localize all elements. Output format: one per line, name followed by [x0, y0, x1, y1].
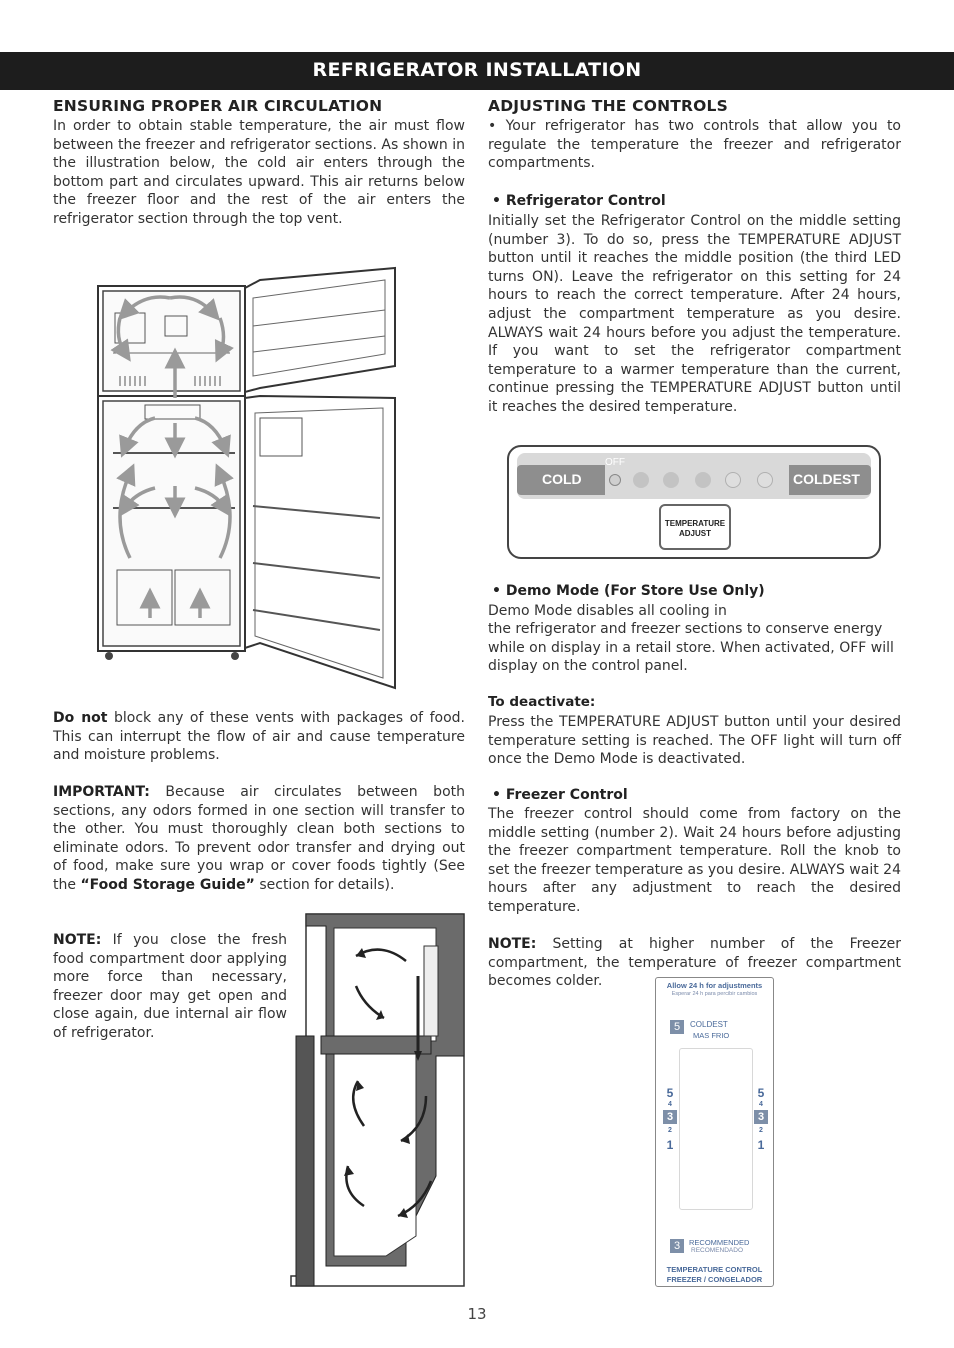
food-storage-guide-reference: “Food Storage Guide”: [80, 876, 255, 893]
freezer-control-title: • Freezer Control: [492, 787, 628, 803]
temperature-control-footer: TEMPERATURE CONTROL: [666, 1265, 763, 1274]
left-scale-2: 2: [668, 1127, 672, 1134]
freezer-congelador-footer: FREEZER / CONGELADOR: [666, 1275, 763, 1284]
controls-intro: • Your refrigerator has two controls tha…: [488, 118, 901, 172]
do-not-text: block any of these vents with packages o…: [53, 710, 466, 764]
right-note-label: NOTE:: [488, 936, 537, 952]
right-scale-5: 5: [757, 1086, 765, 1100]
demo-mode-text: the refrigerator and freezer sections to…: [488, 621, 894, 675]
cross-section-airflow-illustration: [290, 913, 465, 1287]
demo-mode-title: • Demo Mode (For Store Use Only): [492, 583, 765, 599]
air-circulation-intro: In order to obtain stable temperature, t…: [53, 118, 465, 227]
coldest-en: COLDEST: [690, 1020, 728, 1029]
temperature-control-panel: COLD COLDEST OFF TEMPERATURE ADJUST: [507, 445, 881, 559]
coldest-label: COLDEST: [793, 471, 860, 487]
section-header-bar: REFRIGERATOR INSTALLATION: [0, 52, 954, 90]
right-note-paragraph: NOTE: Setting at higher number of the Fr…: [488, 935, 901, 991]
temperature-adjust-button[interactable]: TEMPERATURE ADJUST: [659, 504, 731, 550]
button-label-line2: ADJUST: [678, 529, 711, 538]
section-title: REFRIGERATOR INSTALLATION: [312, 59, 642, 81]
led-4: [725, 472, 741, 488]
important-label: IMPORTANT:: [53, 784, 150, 800]
refrigerator-airflow-illustration: [97, 266, 396, 690]
left-scale-1: 1: [666, 1138, 674, 1152]
refrigerator-control-title: • Refrigerator Control: [492, 193, 666, 209]
important-text: Because air circulates between both sect…: [53, 784, 465, 893]
deactivate-text: Press the TEMPERATURE ADJUST button unti…: [488, 714, 901, 768]
left-scale-4: 4: [668, 1101, 672, 1108]
off-indicator-label: OFF: [605, 457, 625, 468]
left-note-paragraph: NOTE: If you close the fresh food compar…: [53, 931, 287, 1043]
right-scale-4: 4: [759, 1101, 763, 1108]
page-number: 13: [467, 1305, 487, 1323]
air-circulation-heading: ENSURING PROPER AIR CIRCULATION: [53, 97, 383, 115]
led-2: [663, 472, 679, 488]
important-paragraph: IMPORTANT: Because air circulates betwee…: [53, 783, 465, 895]
do-not-label: Do not: [53, 710, 108, 726]
right-scale-2: 2: [759, 1127, 763, 1134]
demo-mode-line1: Demo Mode disables all cooling in: [488, 603, 727, 619]
left-scale: 5 4 3 2 1: [662, 1086, 678, 1152]
led-1: [633, 472, 649, 488]
do-not-block-paragraph: Do not block any of these vents with pac…: [53, 709, 465, 765]
esperar-24h-text: Esperar 24 h para percibir cambios: [671, 991, 758, 997]
freezer-control-label: Allow 24 h for adjustments Esperar 24 h …: [655, 977, 774, 1287]
coldest-es: MAS FRIO: [693, 1031, 730, 1040]
led-row: [607, 469, 787, 491]
recommended-es: RECOMENDADO: [691, 1247, 744, 1254]
left-scale-3: 3: [663, 1110, 677, 1124]
knob-window: [679, 1048, 753, 1210]
right-note-text: Setting at higher number of the Freezer …: [488, 936, 901, 990]
allow-24h-text: Allow 24 h for adjustments: [666, 981, 763, 990]
important-tail: section for details).: [254, 876, 395, 893]
recommended-number-badge: 3: [670, 1239, 684, 1253]
right-scale-1: 1: [757, 1138, 765, 1152]
coldest-number-badge: 5: [670, 1020, 684, 1034]
led-3: [695, 472, 711, 488]
cold-label: COLD: [542, 471, 582, 487]
recommended-en: RECOMMENDED: [689, 1238, 750, 1247]
adjusting-controls-heading: ADJUSTING THE CONTROLS: [488, 97, 728, 115]
left-scale-5: 5: [666, 1086, 674, 1100]
left-note-text: If you close the fresh food compartment …: [53, 932, 287, 1041]
left-note-label: NOTE:: [53, 932, 102, 948]
right-scale-3: 3: [754, 1110, 768, 1124]
led-5: [757, 472, 773, 488]
button-label-line1: TEMPERATURE: [664, 519, 726, 528]
deactivate-title: To deactivate:: [488, 694, 596, 710]
led-off-indicator: [609, 474, 621, 486]
refrigerator-control-text: Initially set the Refrigerator Control o…: [488, 213, 901, 415]
right-scale: 5 4 3 2 1: [753, 1086, 769, 1152]
freezer-control-text: The freezer control should come from fac…: [488, 806, 901, 915]
